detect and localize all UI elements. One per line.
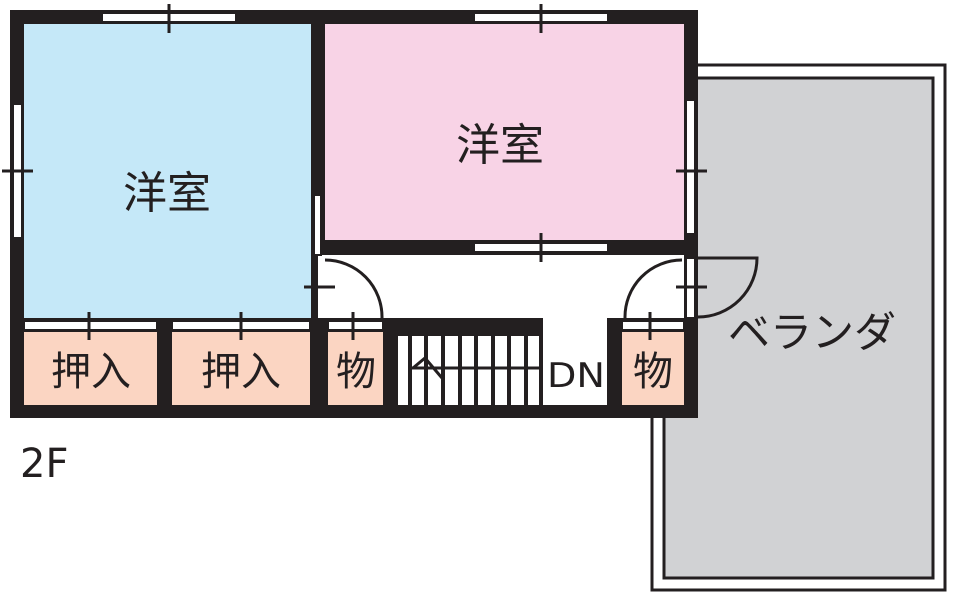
stairs — [408, 336, 543, 405]
floor-label: 2F — [20, 441, 68, 487]
room-label-western-right: 洋室 — [456, 120, 544, 171]
room-right-fill — [325, 24, 684, 240]
balcony — [650, 63, 947, 592]
storage-label-2: 物 — [633, 349, 673, 395]
door-arc-right — [623, 258, 683, 319]
hallway — [325, 255, 684, 318]
door-arc-balcony — [697, 256, 759, 319]
storage-2 — [622, 332, 684, 405]
closet-label-1: 押入 — [51, 349, 131, 395]
stairs-landing — [543, 318, 607, 405]
closet-label-2: 押入 — [201, 349, 281, 395]
storage-1 — [328, 332, 383, 405]
room-label-western-left: 洋室 — [123, 168, 211, 219]
door-arc-left — [324, 258, 384, 319]
door-swings — [324, 256, 759, 319]
balcony-label: ベランダ — [728, 308, 896, 357]
closet-2 — [172, 332, 310, 405]
closet-1 — [24, 332, 157, 405]
room-left-fill — [24, 24, 311, 318]
stairs-arrow-icon — [412, 355, 444, 379]
storage-label-1: 物 — [336, 349, 376, 395]
stairs-down-label: DN — [547, 356, 605, 396]
